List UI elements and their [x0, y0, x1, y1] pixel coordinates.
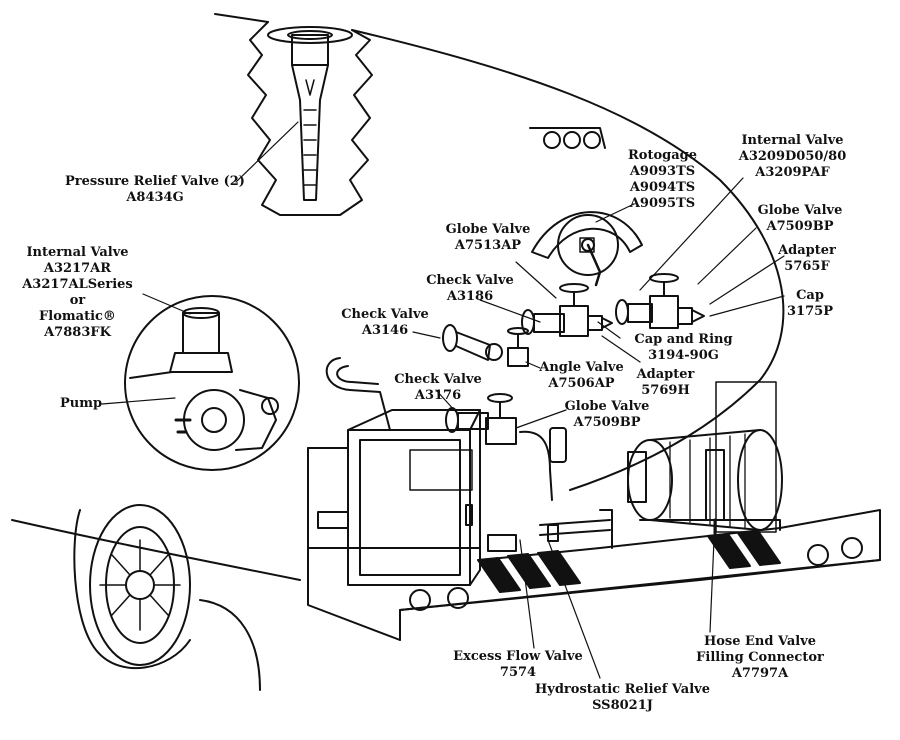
internal-valve-right-part-2: A3209PAF	[755, 165, 830, 180]
check-valve-a3176-label: Check Valve	[394, 372, 482, 387]
angle-valve-part: A7506AP	[548, 376, 615, 391]
adapter-5769h-label: Adapter	[636, 367, 695, 382]
valve-manifold-illustration	[522, 274, 704, 336]
internal-valve-left-part-1: A3217AR	[43, 261, 112, 276]
truck-wheel-illustration	[74, 505, 260, 690]
hose-end-valve-label: Hose End Valve	[703, 634, 817, 649]
cap-label: Cap	[796, 288, 824, 303]
rotogage-part-3: A9095TS	[629, 196, 696, 211]
rotogage-part-1: A9093TS	[629, 164, 696, 179]
pressure-relief-valve-part: A8434G	[126, 190, 184, 205]
cap-and-ring-label: Cap and Ring	[634, 332, 733, 347]
check-valve-a3186-label: Check Valve	[426, 273, 514, 288]
check-valve-a3186-part: A3186	[446, 289, 494, 304]
pressure-relief-valve-illustration	[248, 22, 372, 215]
excess-flow-valve-label: Excess Flow Valve	[453, 649, 583, 664]
rotogage-part-2: A9094TS	[629, 180, 696, 195]
truck-deck-illustration	[308, 448, 880, 640]
rotogage-illustration	[532, 212, 642, 285]
adapter-5765f-part: 5765F	[784, 259, 830, 274]
globe-valve-a7509bp-top-part: A7509BP	[766, 219, 834, 234]
globe-valve-a7513ap-part: A7513AP	[454, 238, 522, 253]
equipment-cabinet-illustration	[348, 410, 480, 585]
pressure-relief-valve-label: Pressure Relief Valve (2)	[65, 174, 245, 189]
check-valve-a3146-part: A3146	[361, 323, 409, 338]
excess-flow-valve-part: 7574	[499, 665, 537, 680]
globe-valve-a7509bp-lower-label: Globe Valve	[564, 399, 650, 414]
pump-inset-illustration	[125, 296, 299, 470]
internal-valve-left-part-4: A7883FK	[44, 325, 111, 340]
mid-plumbing-illustration	[327, 325, 566, 500]
internal-valve-left-part-3: Flomatic®	[39, 309, 116, 324]
filling-connector-label: Filling Connector	[696, 650, 824, 665]
check-valve-a3146-label: Check Valve	[341, 307, 429, 322]
internal-valve-right-part-1: A3209D050/80	[738, 149, 847, 164]
globe-valve-a7509bp-top-label: Globe Valve	[757, 203, 843, 218]
adapter-5769h-part: 5769H	[641, 383, 690, 398]
internal-valve-right-label: Internal Valve	[741, 133, 844, 148]
internal-valve-left-or: or	[69, 293, 86, 308]
angle-valve-label: Angle Valve	[539, 360, 624, 375]
check-valve-a3176-part: A3176	[414, 388, 462, 403]
cap-part: 3175P	[787, 304, 833, 319]
internal-valve-left-part-2: A3217ALSeries	[22, 277, 133, 292]
globe-valve-a7513ap-label: Globe Valve	[445, 222, 531, 237]
cap-and-ring-part: 3194-90G	[648, 348, 719, 363]
pump-label: Pump	[60, 396, 103, 411]
rotogage-label: Rotogage	[627, 148, 698, 163]
adapter-5765f-label: Adapter	[778, 243, 836, 258]
hydrostatic-relief-valve-part: SS8021J	[592, 698, 653, 713]
hose-end-valve-part: A7797A	[731, 666, 789, 681]
hydrostatic-relief-valve-label: Hydrostatic Relief Valve	[535, 682, 710, 697]
internal-valve-left-label: Internal Valve	[26, 245, 129, 260]
globe-valve-a7509bp-lower-part: A7509BP	[573, 415, 641, 430]
hose-reel-illustration	[628, 430, 782, 540]
callout-leaders	[102, 122, 784, 678]
